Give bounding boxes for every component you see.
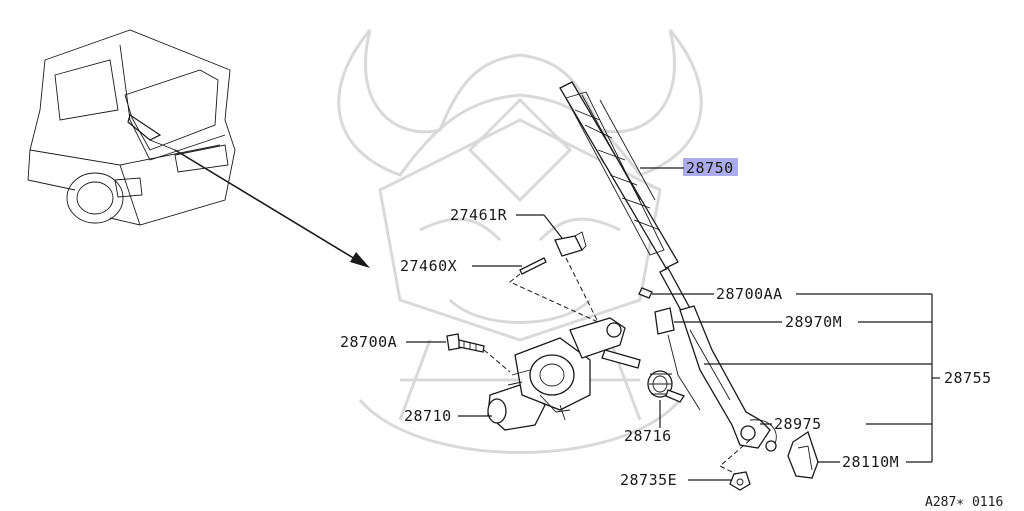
wiper-blade-part [559,81,679,269]
callout-27460X: 27460X [400,257,457,275]
pointer-arrow [174,149,370,268]
callout-28750: 28750 [686,159,734,177]
seal-part [554,231,587,257]
wiper-arm-part [654,267,777,452]
assembly-lines [483,257,751,475]
cap-part [787,430,819,479]
callout-28110M: 28110M [842,453,899,471]
callout-28970M: 28970M [785,313,842,331]
wiper-motor-part [487,317,641,431]
tube-part [519,257,547,275]
grommet-part [647,370,685,403]
leader-lines [406,167,940,481]
bolt-part [446,333,485,353]
callout-28700AA: 28700AA [716,285,783,303]
nut-part [729,471,751,491]
highlight-box [683,158,738,176]
callout-28710: 28710 [404,407,452,425]
screw-part [638,287,653,299]
callout-28700A: 28700A [340,333,397,351]
callout-28735E: 28735E [620,471,677,489]
callout-27461R: 27461R [450,206,508,224]
callout-28975: 28975 [774,415,822,433]
reference-code: A287∗ 0116 [925,495,1003,510]
vehicle-rear-illustration [27,29,236,226]
callout-28755: 28755 [944,369,992,387]
callout-28716: 28716 [624,427,672,445]
